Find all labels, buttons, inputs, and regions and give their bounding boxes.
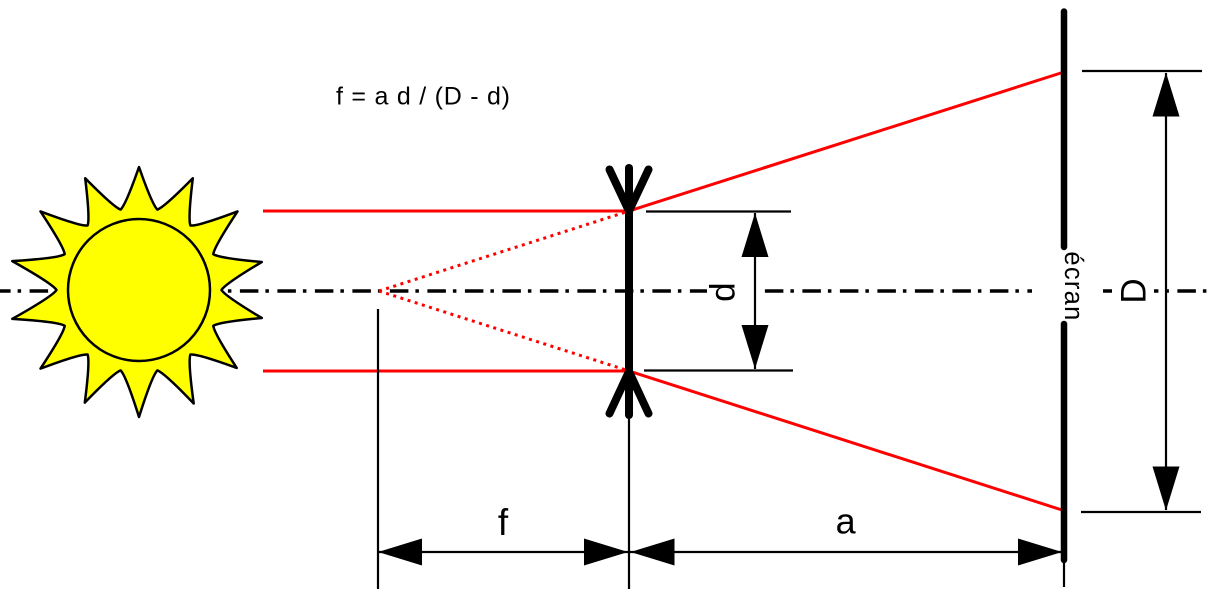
svg-text:f = a d / (D - d): f = a d / (D - d) — [336, 83, 510, 111]
svg-text:écran: écran — [1059, 251, 1087, 321]
svg-text:d: d — [704, 282, 743, 301]
svg-text:f: f — [498, 502, 509, 543]
svg-text:D: D — [1115, 278, 1154, 303]
svg-text:a: a — [836, 501, 857, 542]
